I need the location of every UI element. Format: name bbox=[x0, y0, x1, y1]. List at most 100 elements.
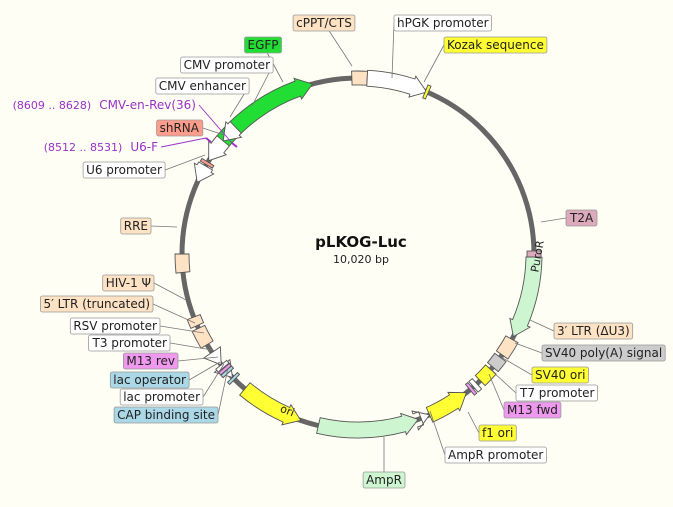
leader-ltr3 bbox=[529, 319, 555, 332]
feature-m13fwd[interactable] bbox=[464, 381, 478, 396]
feature-f1ori[interactable] bbox=[425, 391, 468, 423]
feature-cap[interactable] bbox=[226, 371, 241, 386]
label-text-m13fwd: M13 fwd bbox=[507, 403, 558, 417]
leader-kozak bbox=[423, 44, 445, 83]
label-text-ampr: AmpR bbox=[366, 473, 402, 487]
label-text-shrna: shRNA bbox=[160, 121, 200, 135]
label-text-sv40ori: SV40 ori bbox=[535, 368, 586, 382]
label-cap[interactable]: CAP binding site bbox=[113, 406, 219, 424]
label-f1ori[interactable]: f1 ori bbox=[478, 424, 517, 442]
label-sv40ori[interactable]: SV40 ori bbox=[531, 366, 589, 384]
label-kozak[interactable]: Kozak sequence bbox=[443, 36, 548, 54]
feature-u6promoter[interactable] bbox=[193, 161, 215, 184]
feature-cmvenhancer[interactable] bbox=[208, 135, 230, 162]
feature-m13rev[interactable] bbox=[217, 362, 232, 376]
primer-leader-u6f bbox=[161, 137, 207, 148]
label-text-m13rev: M13 rev bbox=[126, 354, 175, 368]
label-shrna[interactable]: shRNA bbox=[156, 119, 204, 137]
label-u6promoter[interactable]: U6 promoter bbox=[82, 161, 166, 179]
label-cmvpromoter[interactable]: CMV promoter bbox=[180, 56, 274, 74]
feature-rsv[interactable] bbox=[202, 345, 222, 366]
label-text-ltr5: 5′ LTR (truncated) bbox=[43, 297, 150, 311]
label-t3[interactable]: T3 promoter bbox=[88, 334, 171, 352]
label-ltr3[interactable]: 3′ LTR (ΔU3) bbox=[553, 322, 634, 340]
label-hpgk[interactable]: hPGK promoter bbox=[393, 14, 492, 32]
feature-shrna[interactable] bbox=[199, 157, 215, 169]
leader-cap bbox=[217, 367, 229, 416]
plasmid-length: 10,020 bp bbox=[333, 253, 389, 266]
feature-t7[interactable] bbox=[468, 377, 483, 393]
label-text-rsv: RSV promoter bbox=[73, 319, 157, 333]
label-text-egfp: EGFP bbox=[247, 38, 278, 52]
feature-ampr[interactable] bbox=[316, 412, 419, 439]
primer-name-u6f: U6-F bbox=[130, 140, 158, 154]
leader-rre bbox=[150, 225, 178, 228]
feature-sv40pa[interactable] bbox=[486, 352, 507, 373]
leader-sv40pa bbox=[514, 342, 543, 354]
label-lacpromoter[interactable]: lac promoter bbox=[119, 388, 204, 406]
arc-label-puror: PuroR bbox=[528, 239, 546, 273]
label-t2a[interactable]: T2A bbox=[565, 209, 598, 227]
feature-kozak[interactable] bbox=[422, 84, 432, 100]
label-text-u6promoter: U6 promoter bbox=[86, 163, 162, 177]
primer-coords-u6f: (8512 .. 8531) bbox=[44, 141, 123, 154]
arc-label-ori: ori bbox=[278, 402, 296, 419]
label-m13rev[interactable]: M13 rev bbox=[123, 352, 179, 370]
label-ampr[interactable]: AmpR bbox=[362, 471, 406, 489]
label-text-hiv: HIV-1 Ψ bbox=[106, 276, 151, 290]
label-m13fwd[interactable]: M13 fwd bbox=[503, 401, 562, 419]
label-text-t7: T7 promoter bbox=[519, 386, 595, 400]
feature-sv40ori[interactable] bbox=[474, 364, 497, 387]
label-egfp[interactable]: EGFP bbox=[244, 36, 282, 54]
leader-hpgk bbox=[391, 22, 395, 79]
label-rre[interactable]: RRE bbox=[120, 217, 152, 235]
label-amprpromoter[interactable]: AmpR promoter bbox=[444, 446, 547, 464]
feature-hiv[interactable] bbox=[186, 314, 205, 329]
feature-ltr5[interactable] bbox=[191, 324, 214, 349]
leader-t7 bbox=[492, 371, 517, 394]
label-cmvenhancer[interactable]: CMV enhancer bbox=[155, 77, 250, 95]
feature-arcs bbox=[174, 69, 543, 439]
leader-lacoperator bbox=[188, 361, 221, 381]
feature-cppt[interactable] bbox=[351, 70, 369, 86]
leader-m13rev bbox=[177, 356, 219, 362]
leader-amprpromoter bbox=[429, 410, 446, 456]
primer-u6f[interactable]: U6-F (8512 .. 8531) bbox=[44, 140, 158, 154]
leader-sv40ori bbox=[500, 356, 533, 376]
label-text-cppt: cPPT/CTS bbox=[296, 16, 352, 30]
label-cppt[interactable]: cPPT/CTS bbox=[292, 14, 356, 32]
label-text-lacpromoter: lac promoter bbox=[123, 390, 200, 404]
feature-rre[interactable] bbox=[174, 253, 191, 274]
primer-cmvrev[interactable]: CMV-en-Rev(36) (8609 .. 8628) bbox=[13, 98, 196, 112]
primer-mark-cmvrev bbox=[231, 142, 238, 148]
leader-t3 bbox=[170, 342, 213, 351]
leader-hiv bbox=[153, 282, 187, 301]
label-text-t2a: T2A bbox=[569, 211, 594, 225]
label-text-hpgk: hPGK promoter bbox=[397, 16, 489, 30]
feature-amprpromoter[interactable] bbox=[411, 410, 431, 431]
label-t7[interactable]: T7 promoter bbox=[515, 384, 598, 402]
label-lacoperator[interactable]: lac operator bbox=[109, 371, 190, 389]
label-text-cap: CAP binding site bbox=[117, 408, 215, 422]
feature-ori[interactable] bbox=[239, 382, 302, 426]
label-hiv[interactable]: HIV-1 Ψ bbox=[102, 274, 155, 292]
plasmid-name: pLKOG-Luc bbox=[315, 233, 407, 251]
leader-rsv bbox=[160, 325, 205, 334]
feature-puror[interactable] bbox=[509, 256, 543, 338]
feature-hpgk[interactable] bbox=[366, 69, 428, 98]
feature-ltr3[interactable] bbox=[495, 335, 519, 360]
label-text-ltr3: 3′ LTR (ΔU3) bbox=[557, 324, 630, 338]
leader-f1ori bbox=[467, 411, 480, 434]
primer-name-cmvrev: CMV-en-Rev(36) bbox=[99, 98, 196, 112]
label-text-f1ori: f1 ori bbox=[482, 426, 513, 440]
primer-coords-cmvrev: (8609 .. 8628) bbox=[13, 99, 92, 112]
label-text-t3: T3 promoter bbox=[92, 336, 168, 350]
label-rsv[interactable]: RSV promoter bbox=[69, 317, 161, 335]
label-ltr5[interactable]: 5′ LTR (truncated) bbox=[40, 295, 154, 313]
label-text-sv40pa: SV40 poly(A) signal bbox=[545, 346, 662, 360]
label-sv40pa[interactable]: SV40 poly(A) signal bbox=[541, 344, 666, 362]
feature-cmvpromoter[interactable] bbox=[222, 120, 243, 142]
